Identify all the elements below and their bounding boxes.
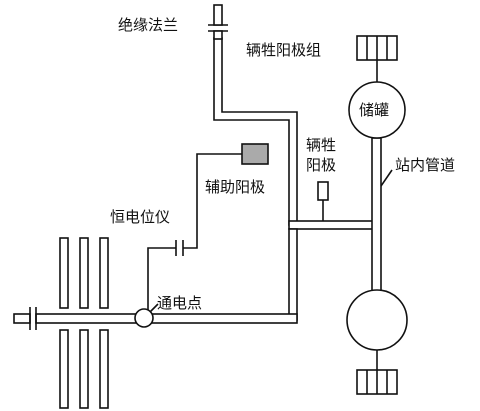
label-potentiostat: 恒电位仪 [110, 208, 170, 226]
station-pipe-vertical [371, 137, 382, 299]
auxiliary-anode [241, 143, 269, 165]
anode-group-upper [356, 35, 398, 61]
power-point-circle [134, 308, 154, 328]
anode-group-lower [356, 369, 398, 395]
label-sac-anode-2: 阳极 [306, 156, 336, 174]
aux-anode-wire [183, 153, 242, 249]
insulating-flange-left [13, 307, 37, 330]
label-flange: 绝缘法兰 [118, 16, 178, 34]
sacrificial-anode [317, 181, 329, 221]
potentiostat-symbol [147, 240, 184, 312]
label-tank: 储罐 [359, 101, 389, 119]
label-power-point: 通电点 [157, 294, 202, 312]
leader-station-pipe [380, 169, 393, 187]
lower-horizontal-pipe [35, 313, 298, 324]
insulating-flange-top [208, 4, 228, 40]
main-pipe [213, 37, 298, 226]
branch-pipe-horizontal [288, 220, 380, 230]
label-sac-anode-1: 辆牲 [306, 136, 336, 154]
lower-vertical-pipe [288, 228, 298, 321]
label-station-pipe: 站内管道 [395, 156, 455, 174]
ground-rods [59, 237, 109, 409]
label-anode-group: 辆牲阳极组 [246, 41, 321, 59]
label-aux-anode: 辅助阳极 [205, 178, 265, 196]
tank-lower [346, 289, 408, 351]
leader-power-point [149, 303, 159, 313]
